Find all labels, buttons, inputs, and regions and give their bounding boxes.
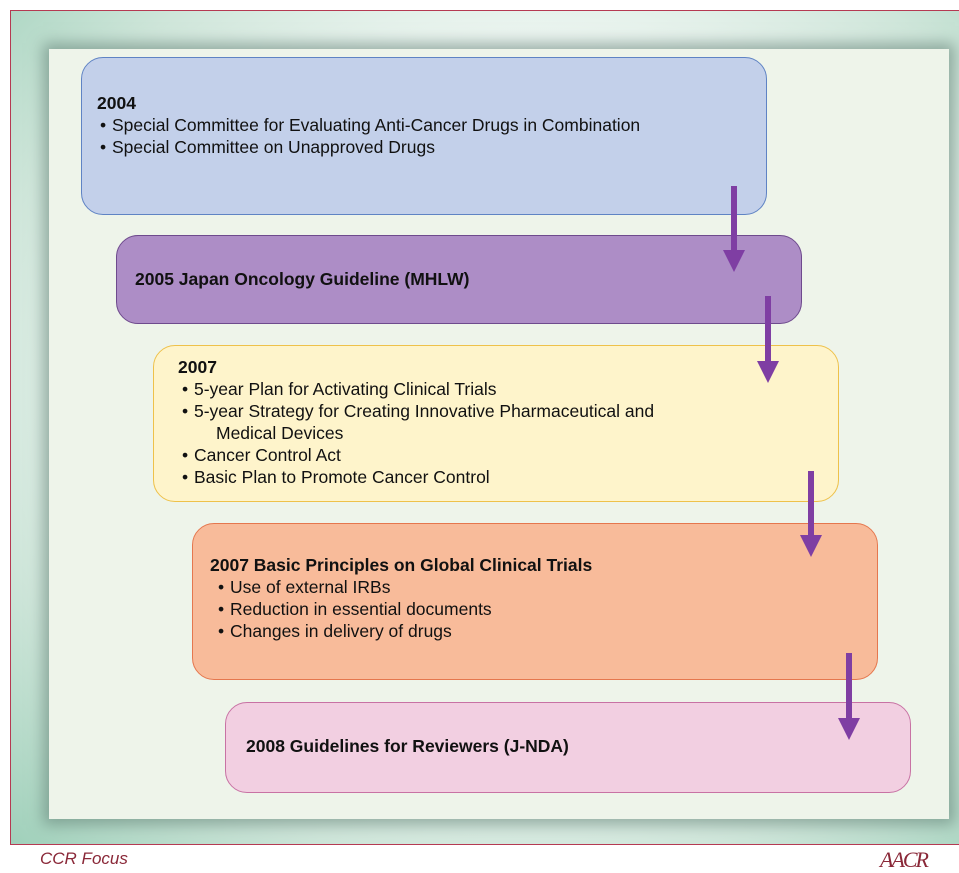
list-item: 5-year Strategy for Creating Innovative … — [182, 400, 838, 444]
stage-2007-principles-box: 2007 Basic Principles on Global Clinical… — [192, 523, 878, 680]
stage-2004-list: Special Committee for Evaluating Anti-Ca… — [97, 114, 766, 158]
stage-2007-principles-list: Use of external IRBs Reduction in essent… — [210, 576, 877, 642]
list-item: Special Committee for Evaluating Anti-Ca… — [100, 114, 766, 136]
footer-divider — [10, 844, 959, 845]
stage-2007-year: 2007 — [178, 357, 217, 377]
list-item: Cancer Control Act — [182, 444, 838, 466]
list-item: Use of external IRBs — [218, 576, 877, 598]
flow-arrow-4 — [838, 653, 860, 740]
stage-2007-plans-box: 2007 5-year Plan for Activating Clinical… — [153, 345, 839, 502]
list-item-text: 5-year Strategy for Creating Innovative … — [194, 401, 655, 421]
flow-arrow-3 — [800, 471, 822, 557]
list-item: Special Committee on Unapproved Drugs — [100, 136, 766, 158]
footer-label: CCR Focus — [40, 849, 128, 868]
stage-2004-box: 2004 Special Committee for Evaluating An… — [81, 57, 767, 215]
aacr-logo: AACR — [880, 847, 929, 872]
flow-arrow-2 — [757, 296, 779, 383]
stage-2008-box: 2008 Guidelines for Reviewers (J-NDA) — [225, 702, 911, 793]
stage-2007-principles-heading: 2007 Basic Principles on Global Clinical… — [210, 555, 593, 575]
list-item-continuation: Medical Devices — [216, 423, 344, 443]
list-item: 5-year Plan for Activating Clinical Tria… — [182, 378, 838, 400]
flow-arrow-1 — [723, 186, 745, 272]
list-item: Basic Plan to Promote Cancer Control — [182, 466, 838, 488]
stage-2005-box: 2005 Japan Oncology Guideline (MHLW) — [116, 235, 802, 324]
stage-2004-year: 2004 — [97, 93, 136, 113]
stage-2008-heading: 2008 Guidelines for Reviewers (J-NDA) — [246, 736, 569, 756]
stage-2005-heading: 2005 Japan Oncology Guideline (MHLW) — [135, 269, 470, 289]
stage-2007-plans-list: 5-year Plan for Activating Clinical Tria… — [178, 378, 838, 488]
list-item: Changes in delivery of drugs — [218, 620, 877, 642]
list-item: Reduction in essential documents — [218, 598, 877, 620]
